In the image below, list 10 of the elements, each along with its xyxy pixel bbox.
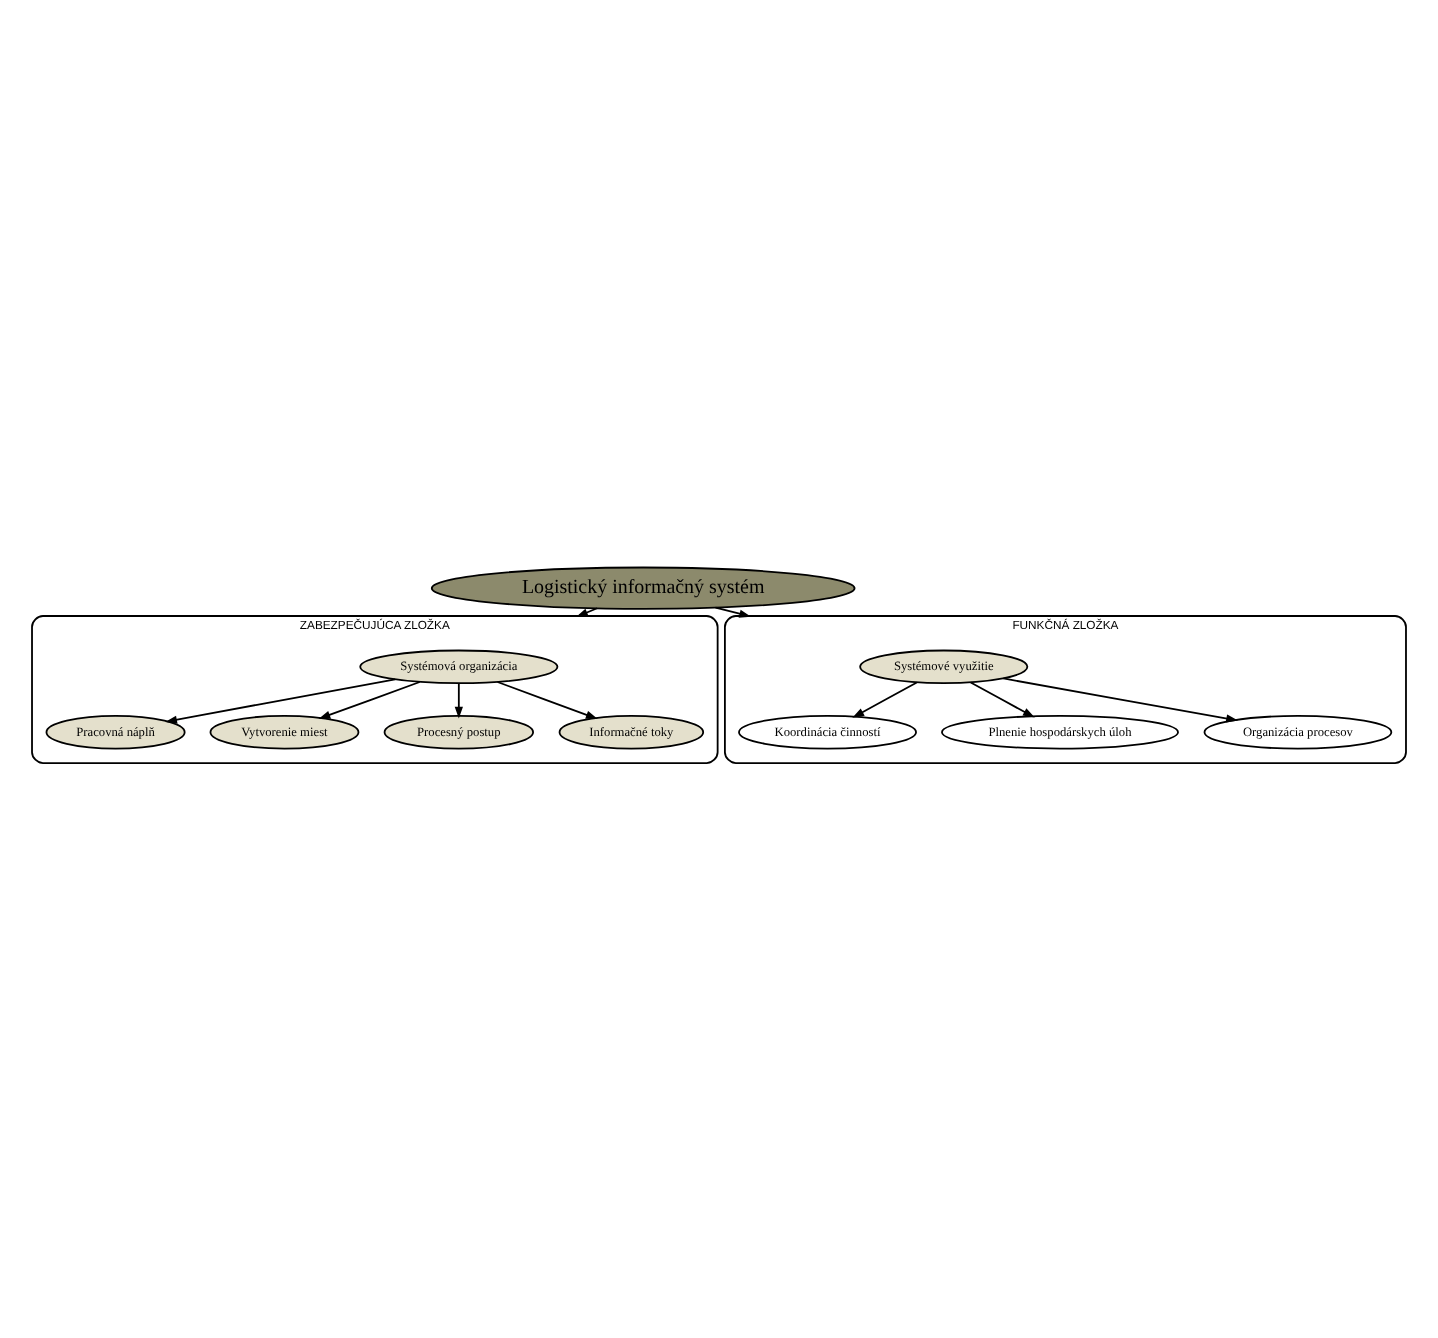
arrow [969,681,1035,718]
arrow [576,607,599,618]
arrow [1002,677,1238,723]
node-ellipse: Logistický informačný systém [430,566,856,610]
arrow [454,682,463,719]
arrow [318,681,421,719]
arrow [852,681,918,718]
arrow [496,681,598,719]
arrow [165,678,397,724]
arrow [714,606,752,618]
